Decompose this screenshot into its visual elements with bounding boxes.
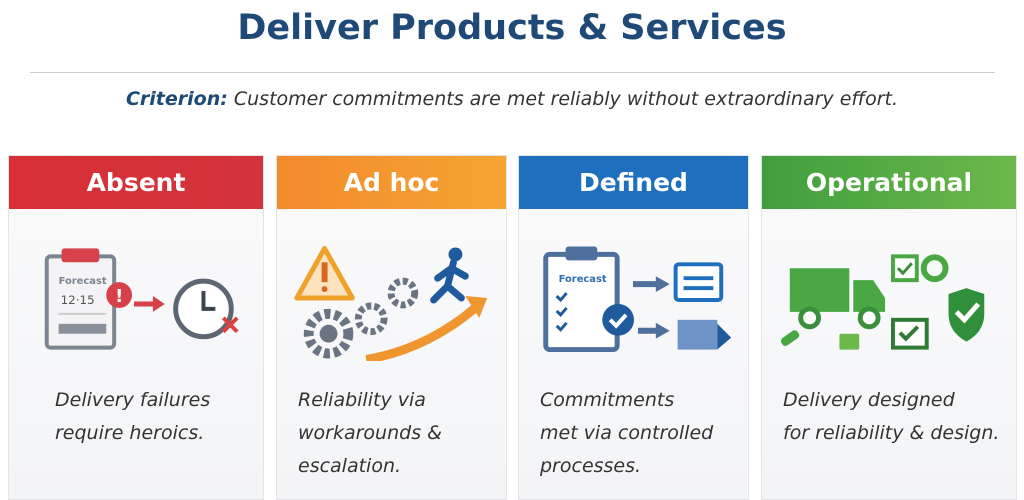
page-title: Deliver Products & Services bbox=[237, 8, 787, 48]
criterion-text: Customer commitments are met reliably wi… bbox=[227, 88, 899, 110]
desc-line: Commitments bbox=[540, 389, 675, 411]
desc-line: for reliability & design. bbox=[783, 422, 1000, 444]
card-header: Ad hoc bbox=[277, 156, 506, 209]
forecast-label: Forecast bbox=[59, 276, 107, 287]
desc-line: processes. bbox=[540, 455, 642, 477]
card-ad-hoc: Ad hoc Reliability via workarounds & esc… bbox=[276, 155, 507, 500]
card-header: Operational bbox=[762, 156, 1016, 209]
desc-line: Reliability via bbox=[298, 389, 426, 411]
warning-gears-runner-icon bbox=[294, 245, 488, 361]
criterion-label: Criterion: bbox=[125, 88, 228, 110]
forecast-process-icon: Forecast bbox=[543, 246, 732, 353]
card-defined: Defined Forecast Commitments met via con… bbox=[518, 155, 749, 500]
divider bbox=[30, 72, 995, 73]
forecast-label: Forecast bbox=[559, 274, 607, 285]
card-header: Defined bbox=[519, 156, 748, 209]
card-operational: Operational Delivery designed for reliab… bbox=[761, 155, 1017, 500]
desc-line: escalation. bbox=[298, 455, 402, 477]
card-absent: Absent Forecast 12·15 ! Delivery failure… bbox=[8, 155, 264, 500]
criterion: Criterion: Customer commitments are met … bbox=[0, 88, 1024, 110]
desc-line: met via controlled bbox=[540, 422, 714, 444]
desc-line: workarounds & bbox=[298, 422, 442, 444]
desc-line: Delivery failures bbox=[55, 389, 211, 411]
forecast-late-icon: Forecast 12·15 ! bbox=[44, 248, 239, 350]
card-header: Absent bbox=[9, 156, 263, 209]
desc-line: Delivery designed bbox=[783, 389, 955, 411]
truck-checks-shield-icon bbox=[780, 254, 985, 350]
forecast-date: 12·15 bbox=[61, 293, 95, 307]
svg-text:!: ! bbox=[115, 286, 123, 307]
desc-line: require heroics. bbox=[55, 422, 205, 444]
